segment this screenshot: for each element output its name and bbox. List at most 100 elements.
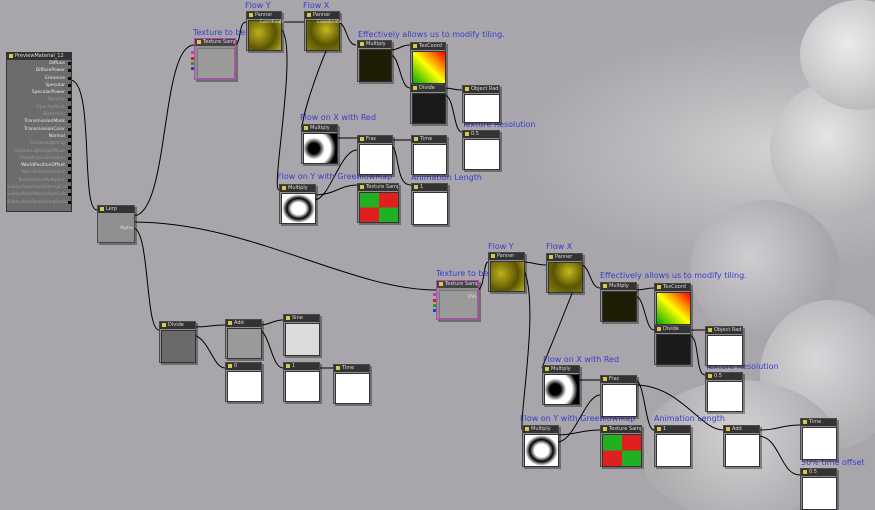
sine-node-mid[interactable]: Sine [283, 314, 320, 356]
material-node-title: PreviewMaterial_12 [7, 53, 71, 60]
panner-preview [306, 20, 340, 51]
constant-one-node-top[interactable]: 1 [411, 183, 448, 225]
material-input-row[interactable]: DiffusePower [7, 67, 71, 74]
constant-zero-node-mid[interactable]: 0 [225, 362, 262, 402]
multiply-x-node-top[interactable]: Multiply [301, 124, 338, 164]
comment-flow-x-top: Flow X [303, 1, 330, 10]
constant-title: 1 [412, 184, 447, 191]
constant-one-node-bot[interactable]: 1 [654, 425, 691, 467]
object-radius-preview [707, 335, 743, 366]
flowmap-preview [359, 192, 399, 223]
multiply-preview [524, 434, 559, 467]
comment-anim-len-bot: Animation Length [654, 414, 725, 423]
multiply-y-node-top[interactable]: Multiply [279, 184, 316, 224]
panner-y-node-top[interactable]: Panner Coordinate [246, 11, 285, 51]
constant-one-node-mid[interactable]: 1 [283, 362, 320, 402]
material-input-row[interactable]: TransmissionColor [7, 126, 71, 133]
material-input-row[interactable]: Opacity [7, 96, 71, 103]
divide-preview [656, 334, 691, 365]
material-input-row[interactable]: Emissive [7, 75, 71, 82]
lerp-node-title: Lerp [98, 206, 134, 213]
material-input-row[interactable]: TransmissionMask [7, 118, 71, 125]
texcoord-preview [656, 292, 691, 325]
material-input-row[interactable]: WorldPositionOffset [7, 162, 71, 169]
material-input-row[interactable]: Normal [7, 133, 71, 140]
frac-preview [602, 384, 637, 417]
flowmap-texture-node-top[interactable]: Texture Sample [357, 183, 399, 223]
multiply-y-node-bot[interactable]: Multiply [522, 425, 559, 467]
material-input-row[interactable]: TessellationMultiplier [7, 177, 71, 184]
frac-node-top[interactable]: Frac [357, 135, 393, 175]
time-node-top[interactable]: Time [411, 135, 447, 175]
constant-title: 0.5 [801, 469, 836, 476]
multiply-node-bot[interactable]: Multiply [600, 282, 637, 322]
comment-flow-on-y-top: Flow on Y with Green [277, 172, 362, 181]
comment-flow-on-x-bot: Flow on X with Red [543, 355, 620, 364]
divide-title: Divide [411, 85, 445, 92]
panner-y-node-bot[interactable]: Panner [488, 252, 525, 292]
material-input-row[interactable]: Diffuse [7, 60, 71, 67]
object-radius-node-bot[interactable]: Object Radius [705, 326, 743, 366]
panner-x-node-top[interactable]: Panner Coordinate [304, 11, 342, 51]
object-radius-title: Object Radius [463, 86, 499, 93]
material-input-row[interactable]: OpacityMask [7, 104, 71, 111]
flowmap-preview [602, 434, 642, 467]
multiply-preview [303, 133, 338, 164]
texture-sample-node-top[interactable]: Texture Sample [191, 38, 236, 80]
divide-node-bot[interactable]: Divide [654, 325, 691, 365]
texcoord-node-top[interactable]: TexCoord [410, 42, 446, 84]
time-node-bot[interactable]: Time [800, 418, 837, 460]
material-input-row[interactable]: Distortion [7, 111, 71, 118]
texture-preview [197, 48, 235, 79]
constant-half-node-bot[interactable]: 0.5 [800, 468, 837, 510]
texcoord-node-bot[interactable]: TexCoord [654, 283, 691, 325]
constant-node-top[interactable]: 0.5 [462, 130, 500, 170]
material-input-row[interactable]: SubsurfaceInscatteringColor [7, 185, 71, 191]
texture-uvs-label: UVs [468, 295, 477, 300]
comment-flowmap-bot: FlowMap [600, 414, 636, 423]
material-input-row[interactable]: WorldDisplacement [7, 169, 71, 176]
material-input-row[interactable]: Specular [7, 82, 71, 89]
panner-x-node-bot[interactable]: Panner [546, 253, 583, 293]
time-node-mid[interactable]: Time [333, 364, 370, 404]
multiply-x-node-bot[interactable]: Multiply [542, 365, 580, 405]
lerp-alpha-label: Alpha [120, 226, 133, 231]
add-node-bot[interactable]: Add [723, 425, 760, 467]
multiply-preview [602, 291, 637, 322]
lerp-node[interactable]: Lerp Alpha [97, 205, 135, 243]
add-title: Add [226, 320, 261, 327]
flowmap-texture-node-bot[interactable]: Texture Sample [600, 425, 642, 467]
texture-sample-node-bot[interactable]: Texture Sample UVs [433, 280, 479, 320]
time-title: Time [801, 419, 836, 426]
constant-preview [707, 381, 743, 412]
flowmap-texture-title: Texture Sample [601, 426, 641, 433]
comment-anim-len-top: Animation Length [411, 173, 482, 182]
constant-title: 0.5 [706, 373, 742, 380]
material-input-row[interactable]: CustomLightingDiffuse [7, 148, 71, 155]
constant-title: 1 [655, 426, 690, 433]
material-input-row[interactable]: CustomLighting [7, 140, 71, 147]
multiply-preview [281, 193, 316, 224]
comment-tex-res-bot: Texture Resolution [705, 362, 779, 371]
material-input-row[interactable]: AnisotropicDirection [7, 155, 71, 162]
multiply-title: Multiply [280, 185, 315, 192]
object-radius-node-top[interactable]: Object Radius [462, 85, 500, 123]
divide-node-mid[interactable]: Divide [159, 321, 196, 363]
frac-node-bot[interactable]: Frac [600, 375, 637, 417]
material-input-row[interactable]: SubsurfaceScatteringRadius [7, 199, 71, 205]
add-node-mid[interactable]: Add [225, 319, 262, 359]
comment-flow-on-x-top: Flow on X with Red [300, 113, 377, 122]
comment-tex-res-top: Texture Resolution [462, 120, 536, 129]
multiply-node-top[interactable]: Multiply [357, 40, 392, 82]
comment-tex-tiled-bot: Texture to be Tiled [436, 269, 511, 278]
material-input-row[interactable]: SpecularPower [7, 89, 71, 96]
constant-preview [802, 477, 837, 510]
time-preview [802, 427, 837, 460]
panner-title: Panner [247, 12, 281, 19]
material-input-row[interactable]: SubsurfaceAbsorptionColor [7, 191, 71, 198]
divide-node-top[interactable]: Divide [410, 84, 446, 124]
constant-node-bot[interactable]: 0.5 [705, 372, 743, 412]
